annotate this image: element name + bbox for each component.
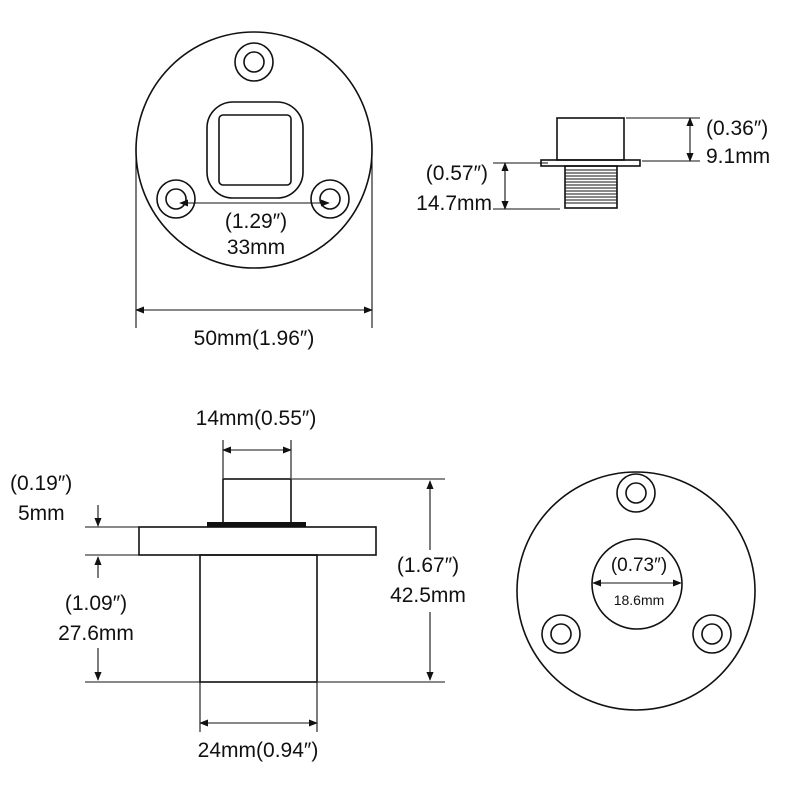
total-height-in-label: (1.67″) bbox=[397, 554, 459, 577]
mounting-hole-top bbox=[234, 42, 274, 82]
bottom-hole-top bbox=[616, 473, 656, 513]
mounting-hole-left bbox=[156, 179, 196, 219]
section-flange bbox=[138, 526, 377, 556]
socket-inner bbox=[218, 114, 292, 186]
head bbox=[556, 117, 625, 161]
body-length-in-label: (1.09″) bbox=[65, 592, 127, 615]
bore-diameter-mm-label: 18.6mm bbox=[614, 592, 665, 608]
flange-thickness-mm-label: 5mm bbox=[18, 502, 65, 525]
section-body bbox=[199, 554, 318, 683]
thread-length-in-label: (0.57″) bbox=[426, 162, 488, 185]
washer bbox=[540, 159, 641, 167]
flange-thickness-in-label: (0.19″) bbox=[10, 472, 72, 495]
threaded-shank bbox=[564, 165, 618, 209]
body-width-label: 24mm(0.94″) bbox=[198, 739, 319, 762]
bottom-flange-view: (0.73″) 18.6mm bbox=[516, 471, 756, 711]
head-height-in-label: (0.36″) bbox=[706, 117, 768, 140]
mounting-hole-right bbox=[310, 179, 350, 219]
total-height-mm-label: 42.5mm bbox=[390, 584, 466, 607]
bore bbox=[591, 538, 683, 630]
top-flange-view: (1.29″) 33mm 50mm(1.96″) bbox=[135, 31, 373, 350]
socket-outer bbox=[206, 101, 304, 199]
thread-length-mm-label: 14.7mm bbox=[416, 192, 492, 215]
head-height-mm-label: 9.1mm bbox=[706, 145, 770, 168]
bottom-hole-left bbox=[541, 614, 581, 654]
bore-diameter-in-label: (0.73″) bbox=[611, 555, 667, 576]
head-width-label: 14mm(0.55″) bbox=[196, 407, 317, 430]
bottom-hole-right bbox=[692, 614, 732, 654]
flange-diameter-label: 50mm(1.96″) bbox=[194, 327, 315, 350]
side-section-view: 14mm(0.55″) (0.19″) 5mm (1.09″) 27.6mm (… bbox=[10, 407, 466, 762]
hole-spacing-in-label: (1.29″) bbox=[225, 210, 287, 233]
body-length-mm-label: 27.6mm bbox=[58, 622, 134, 645]
small-side-view: (0.36″) 9.1mm (0.57″) 14.7mm bbox=[416, 117, 770, 215]
hole-spacing-mm-label: 33mm bbox=[227, 236, 285, 259]
bottom-flange-outline bbox=[516, 471, 756, 711]
thread-lines bbox=[565, 169, 617, 204]
section-washer bbox=[207, 522, 306, 527]
section-head bbox=[222, 478, 292, 524]
